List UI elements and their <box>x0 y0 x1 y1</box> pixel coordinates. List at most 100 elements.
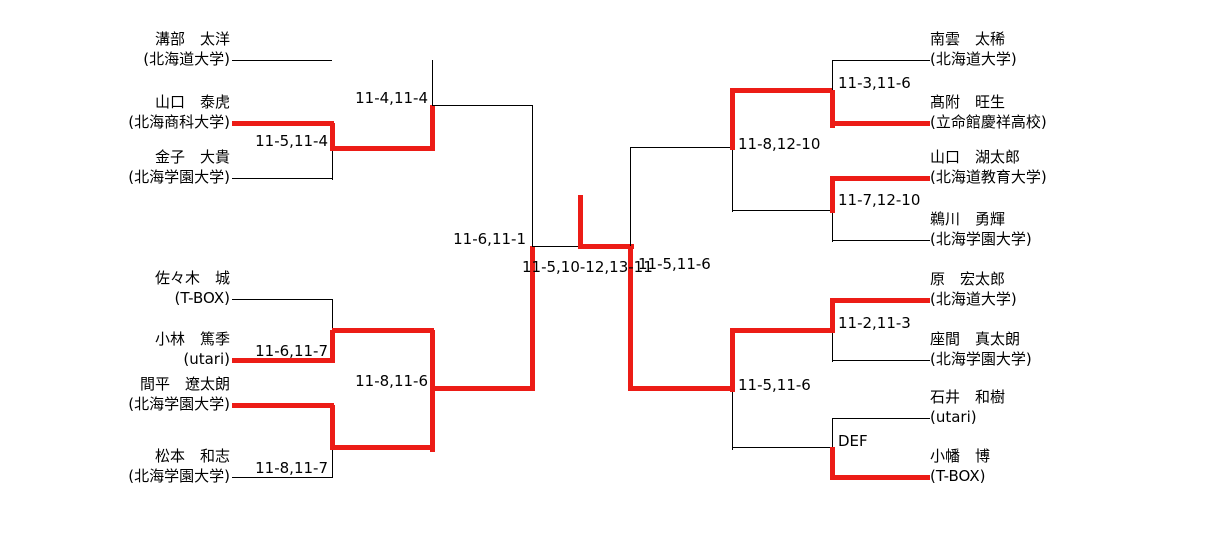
match-score: 11-5,11-6 <box>738 376 811 394</box>
player-entry: 山口 湖太郎 (北海道教育大学) <box>930 147 1210 187</box>
bracket-segment <box>232 299 332 300</box>
bracket-segment <box>832 60 930 61</box>
player-name: 金子 大貴 <box>154 148 230 166</box>
player-name: 鵜川 勇輝 <box>930 210 1006 228</box>
match-score: 11-5,11-6 <box>638 255 711 273</box>
bracket-segment <box>732 447 832 448</box>
player-affiliation: (北海学園大学) <box>128 467 230 485</box>
player-affiliation: (北海学園大学) <box>930 350 1032 368</box>
bracket-segment <box>830 475 930 480</box>
bracket-segment <box>430 105 435 151</box>
player-entry: 鵜川 勇輝 (北海学園大学) <box>930 209 1210 249</box>
bracket-segment <box>532 105 533 247</box>
bracket-segment <box>332 123 333 180</box>
bracket-segment <box>332 146 434 151</box>
player-affiliation: (北海道大学) <box>930 50 1017 68</box>
bracket-segment <box>232 121 334 126</box>
player-name: 座間 真太朗 <box>930 330 1021 348</box>
player-affiliation: (北海学園大学) <box>128 168 230 186</box>
bracket-segment <box>830 121 930 126</box>
player-name: 佐々木 城 <box>154 269 230 287</box>
player-entry: 小幡 博 (T-BOX) <box>930 446 1210 486</box>
bracket-segment <box>628 246 633 391</box>
player-name: 南雲 太稀 <box>930 30 1006 48</box>
player-name: 小林 篤季 <box>154 330 230 348</box>
match-score: 11-2,11-3 <box>838 314 911 332</box>
match-score: 11-6,11-1 <box>453 230 526 248</box>
bracket-segment <box>830 300 835 333</box>
match-score: 11-3,11-6 <box>838 74 911 92</box>
bracket-segment <box>630 147 631 247</box>
player-affiliation: (北海道大学) <box>930 290 1017 308</box>
player-affiliation: (北海商科大学) <box>128 113 230 131</box>
bracket-segment <box>232 477 332 478</box>
player-affiliation: (北海学園大学) <box>930 230 1032 248</box>
player-entry: 金子 大貴 (北海学園大学) <box>0 147 230 187</box>
player-affiliation: (北海道教育大学) <box>930 168 1047 186</box>
player-entry: 原 宏太郎 (北海道大学) <box>930 269 1210 309</box>
player-name: 髙附 旺生 <box>930 93 1006 111</box>
bracket-segment <box>532 246 584 247</box>
player-entry: 溝部 太洋 (北海道大学) <box>0 29 230 69</box>
match-score: 11-7,12-10 <box>838 191 921 209</box>
player-affiliation: (utari) <box>183 350 230 368</box>
player-affiliation: (utari) <box>930 408 977 426</box>
player-name: 間平 遼太朗 <box>139 375 230 393</box>
bracket-segment <box>732 210 832 211</box>
bracket-segment <box>830 176 930 181</box>
player-name: 溝部 太洋 <box>154 30 230 48</box>
player-name: 山口 泰虎 <box>154 93 230 111</box>
player-entry: 座間 真太朗 (北海学園大学) <box>930 329 1210 369</box>
bracket-segment <box>832 360 930 361</box>
player-name: 小幡 博 <box>930 447 991 465</box>
player-entry: 松本 和志 (北海学園大学) <box>0 446 230 486</box>
bracket-segment <box>332 445 434 450</box>
bracket-segment <box>832 240 930 241</box>
bracket-segment <box>730 330 735 392</box>
player-name: 原 宏太郎 <box>930 270 1006 288</box>
player-affiliation: (北海道大学) <box>143 50 230 68</box>
bracket-segment <box>730 88 832 93</box>
bracket-segment <box>530 246 535 391</box>
bracket-segment <box>232 178 332 179</box>
bracket-segment <box>232 403 334 408</box>
player-affiliation: (T-BOX) <box>930 467 986 485</box>
player-entry: 佐々木 城 (T-BOX) <box>0 268 230 308</box>
bracket-segment <box>830 447 835 480</box>
bracket-segment <box>830 90 835 128</box>
match-score: 11-8,11-7 <box>255 459 328 477</box>
bracket-segment <box>730 328 832 333</box>
player-name: 松本 和志 <box>154 447 230 465</box>
bracket-segment <box>630 147 732 148</box>
bracket-segment <box>730 90 735 150</box>
bracket-segment <box>232 60 332 61</box>
match-score: 11-8,11-6 <box>355 372 428 390</box>
match-score: 11-6,11-7 <box>255 342 328 360</box>
match-score: 11-5,11-4 <box>255 132 328 150</box>
match-score: 11-5,10-12,13-11 <box>522 258 653 276</box>
bracket-segment <box>432 105 532 106</box>
bracket-segment <box>830 178 835 213</box>
bracket-segment <box>430 330 435 452</box>
player-name: 山口 湖太郎 <box>930 148 1021 166</box>
bracket-segment <box>330 330 335 363</box>
bracket-segment <box>432 386 532 391</box>
bracket-segment <box>330 405 335 450</box>
player-affiliation: (T-BOX) <box>174 289 230 307</box>
player-entry: 小林 篤季 (utari) <box>0 329 230 369</box>
player-affiliation: (立命館慶祥高校) <box>930 113 1047 131</box>
match-score: 11-8,12-10 <box>738 135 821 153</box>
player-entry: 間平 遼太朗 (北海学園大学) <box>0 374 230 414</box>
bracket-segment <box>578 195 583 248</box>
player-entry: 石井 和樹 (utari) <box>930 387 1210 427</box>
match-score: 11-4,11-4 <box>355 89 428 107</box>
player-entry: 髙附 旺生 (立命館慶祥高校) <box>930 92 1210 132</box>
player-name: 石井 和樹 <box>930 388 1006 406</box>
bracket-segment <box>332 328 434 333</box>
bracket-segment <box>830 298 930 303</box>
player-affiliation: (北海学園大学) <box>128 395 230 413</box>
bracket-segment <box>630 386 732 391</box>
player-entry: 南雲 太稀 (北海道大学) <box>930 29 1210 69</box>
bracket-segment <box>330 123 335 151</box>
